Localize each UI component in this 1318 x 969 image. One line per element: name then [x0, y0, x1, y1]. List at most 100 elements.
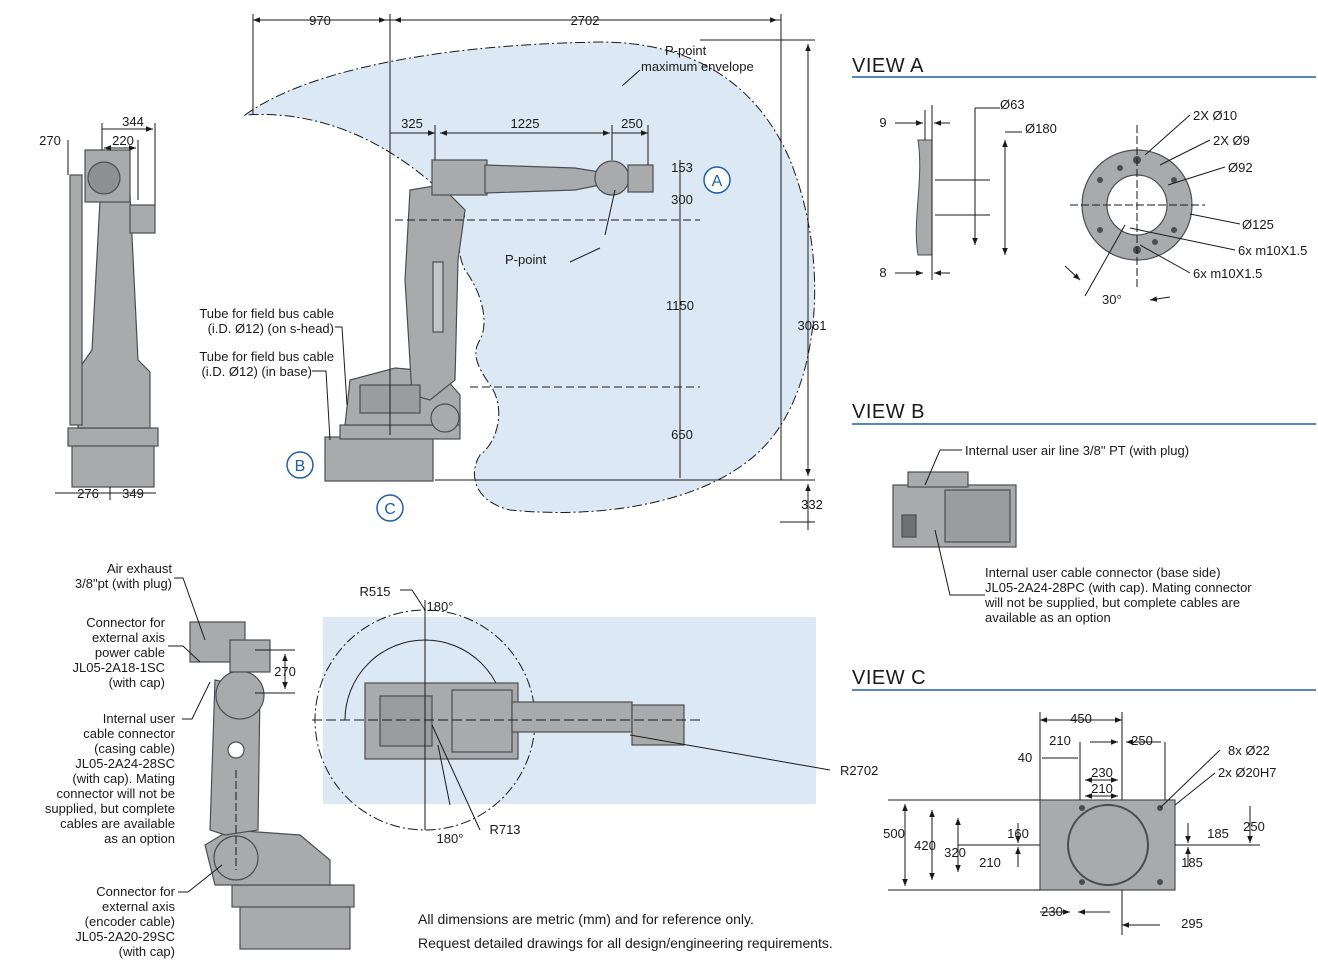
view-c-dim-210-top: 210	[1049, 733, 1071, 748]
rear-power-line-1: Connector for	[86, 615, 165, 630]
view-c-holes-20: 2x Ø20H7	[1218, 765, 1277, 780]
rear-casing-line-3: (casing cable)	[94, 741, 175, 756]
view-b-cable-line-3: will not be supplied, but complete cable…	[984, 595, 1240, 610]
dim-250: 250	[621, 116, 643, 131]
dim-332: 332	[801, 497, 823, 512]
dim-153: 153	[671, 160, 693, 175]
view-b-air-line: Internal user air line 3/8" PT (with plu…	[965, 443, 1189, 458]
view-a-dim-9: 9	[879, 115, 886, 130]
tube-labels: Tube for field bus cable (i.D. Ø12) (on …	[199, 306, 334, 379]
rear-power-line-4: JL05-2A18-1SC	[73, 660, 166, 675]
tube-base-line-2: (i.D. Ø12) (in base)	[201, 364, 312, 379]
footnote: All dimensions are metric (mm) and for r…	[418, 911, 833, 951]
view-a-holes-10: 2X Ø10	[1193, 108, 1237, 123]
view-c-dim-250-right: 250	[1243, 819, 1265, 834]
dim-220: 220	[112, 133, 134, 148]
view-c-dim-250-top: 250	[1131, 733, 1153, 748]
dim-325: 325	[401, 116, 423, 131]
p-point-label: P-point	[505, 252, 547, 267]
view-c-dim-500: 500	[883, 826, 905, 841]
dim-270-front: 270	[39, 133, 61, 148]
top-dim-r515: R515	[359, 584, 390, 599]
view-c-dim-185-top: 185	[1207, 826, 1229, 841]
rear-casing-line-4: JL05-2A24-28SC	[75, 756, 175, 771]
robot-base-view-b	[892, 471, 1017, 548]
side-dimension-lines	[252, 14, 815, 530]
top-angle-180-bottom: 180°	[437, 831, 464, 846]
side-dimension-values: 970 2702 325 1225 250 153 300 1150 650 3…	[309, 13, 826, 512]
rear-casing-line-6: connector will not be	[56, 786, 175, 801]
side-view: 970 2702 325 1225 250 153 300 1150 650 3…	[199, 13, 826, 530]
footnote-line-2: Request detailed drawings for all design…	[418, 935, 833, 951]
top-dim-r2702: R2702	[840, 763, 878, 778]
view-c: VIEW C	[852, 667, 1316, 935]
rear-casing-line-7: supplied, but complete	[45, 801, 175, 816]
footnote-line-1: All dimensions are metric (mm) and for r…	[418, 911, 754, 927]
view-a-thread-1: 6x m10X1.5	[1238, 243, 1307, 258]
rear-dim-270: 270	[274, 664, 296, 679]
rear-casing-line-9: as an option	[104, 831, 175, 846]
view-a-title: VIEW A	[852, 55, 924, 77]
tube-shead-line-2: (i.D. Ø12) (on s-head)	[208, 321, 334, 336]
view-c-dim-210-mid: 210	[1091, 781, 1113, 796]
svg-text:A: A	[712, 173, 723, 190]
dim-3061: 3061	[798, 318, 827, 333]
view-c-dim-210-left: 210	[979, 855, 1001, 870]
view-c-dim-420: 420	[914, 838, 936, 853]
rear-casing-line-5: (with cap). Mating	[72, 771, 175, 786]
marker-a: A	[703, 166, 731, 194]
view-a-dim-125: Ø125	[1242, 217, 1274, 232]
view-a-holes-9: 2X Ø9	[1213, 133, 1250, 148]
dim-650: 650	[671, 427, 693, 442]
top-angle-180-top: 180°	[427, 599, 454, 614]
marker-c: C	[376, 494, 404, 522]
view-c-dim-450: 450	[1070, 711, 1092, 726]
view-c-dim-230-top: 230	[1091, 765, 1113, 780]
view-c-dim-40: 40	[1018, 750, 1032, 765]
rear-power-line-2: external axis	[92, 630, 165, 645]
dim-1150: 1150	[666, 298, 694, 313]
tube-base-line-1: Tube for field bus cable	[199, 349, 334, 364]
rear-encoder-line-5: (with cap)	[119, 944, 175, 959]
view-a-dim-180: Ø180	[1025, 121, 1057, 136]
view-a-dim-8: 8	[879, 265, 886, 280]
rear-casing-line-8: cables are available	[60, 816, 175, 831]
view-a: VIEW A	[852, 55, 1316, 307]
view-a-thread-2: 6x m10X1.5	[1193, 266, 1262, 281]
top-dim-r713: R713	[489, 822, 520, 837]
rear-power-line-3: power cable	[95, 645, 165, 660]
top-view: R515 180° 180° R713 R2702	[312, 584, 878, 846]
rear-encoder-line-2: external axis	[102, 899, 175, 914]
robot-side-view	[324, 159, 654, 482]
rear-view: Air exhaust 3/8"pt (with plug) Connector…	[45, 561, 355, 959]
dim-276: 276	[77, 486, 99, 501]
rear-encoder-line-3: (encoder cable)	[85, 914, 175, 929]
rear-air-line-2: 3/8"pt (with plug)	[75, 576, 172, 591]
work-envelope	[243, 41, 816, 513]
view-c-holes-22: 8x Ø22	[1228, 743, 1270, 758]
view-a-dim-63: Ø63	[1000, 97, 1025, 112]
view-c-dim-320: 320	[944, 845, 966, 860]
svg-text:C: C	[384, 501, 396, 518]
view-c-dim-295: 295	[1181, 916, 1203, 931]
robot-front-view	[67, 149, 159, 488]
dim-970: 970	[309, 13, 331, 28]
rear-encoder-line-1: Connector for	[96, 884, 175, 899]
view-b-title: VIEW B	[852, 401, 925, 423]
rear-casing-line-2: cable connector	[83, 726, 175, 741]
view-c-dim-185-bottom: 185	[1181, 855, 1203, 870]
marker-b: B	[286, 451, 314, 479]
envelope-label-line-1: P-point	[665, 43, 707, 58]
dim-2702: 2702	[571, 13, 600, 28]
rear-air-line-1: Air exhaust	[107, 561, 172, 576]
rear-casing-line-1: Internal user	[103, 711, 176, 726]
envelope-label-line-2: maximum envelope	[641, 59, 754, 74]
view-b-cable-line-4: available as an option	[985, 610, 1111, 625]
dim-344: 344	[122, 114, 144, 129]
rear-power-line-5: (with cap)	[109, 675, 165, 690]
dim-300: 300	[671, 192, 693, 207]
view-b-cable-line-1: Internal user cable connector (base side…	[985, 565, 1221, 580]
view-c-title: VIEW C	[852, 667, 926, 689]
dim-349: 349	[122, 486, 144, 501]
